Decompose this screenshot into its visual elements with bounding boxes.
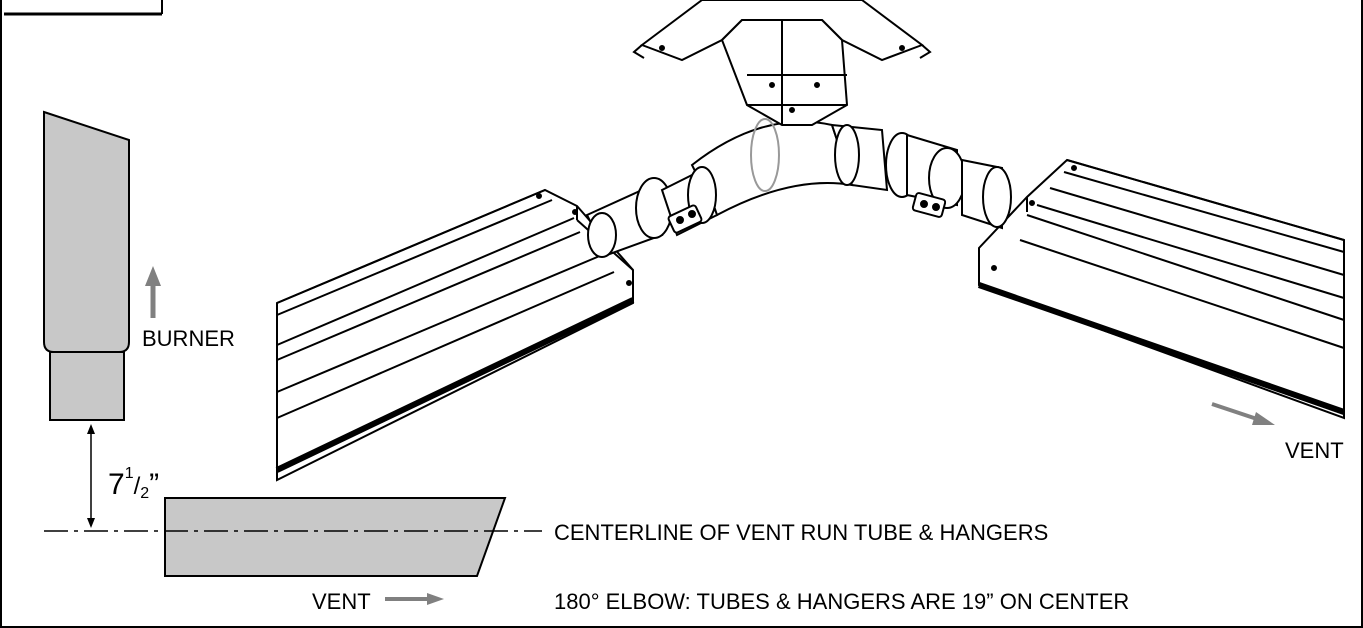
centerline-label: CENTERLINE OF VENT RUN TUBE & HANGERS (554, 520, 1049, 545)
burner-arrow-icon (145, 266, 161, 286)
elbow-note: 180° ELBOW: TUBES & HANGERS ARE 19” ON C… (554, 589, 1130, 614)
dimension-slash: / (133, 473, 141, 500)
burner-tube (43, 110, 130, 353)
burner-label: BURNER (142, 326, 235, 351)
vent-right-label: VENT (1285, 438, 1344, 463)
dimension-whole: 7 (108, 468, 125, 501)
left-heater-reflector (275, 188, 635, 482)
elbow-reflector-cap (632, 0, 932, 126)
elbow-tube-assembly (585, 118, 1012, 258)
dimension-arrow-bottom-icon (87, 518, 95, 528)
burner-tube-end (49, 351, 125, 421)
vent-bottom-label: VENT (312, 589, 371, 614)
dimension-arrow-top-icon (87, 424, 95, 434)
dimension-denominator: 2 (140, 485, 150, 502)
vent-arrow-bottom-icon (427, 593, 444, 605)
vent-tube (164, 497, 507, 577)
vent-arrow-right-shaft (1211, 402, 1261, 422)
dimension-unit: ” (149, 468, 160, 501)
vent-arrow-right-icon (1252, 412, 1275, 425)
right-heater-reflector (978, 158, 1345, 420)
dimension-numerator: 1 (124, 465, 134, 482)
dimension-label: 71/2” (108, 466, 160, 502)
